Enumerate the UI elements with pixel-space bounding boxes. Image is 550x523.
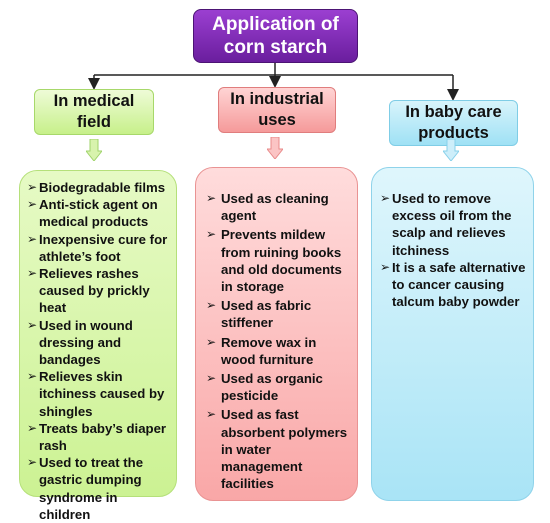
list-item: ➢Used in wound dressing and bandages (27, 317, 172, 369)
down-arrow-industrial-icon (267, 137, 283, 159)
list-item: ➢ Used as organic pesticide (206, 370, 351, 404)
list-item-text: Relieves skin itchiness caused by shingl… (39, 369, 165, 419)
list-item-text: Used as fabric stiffener (221, 298, 312, 331)
list-item-text: Used to remove excess oil from the scalp… (392, 191, 512, 258)
list-item-text: Anti-stick agent on medical products (39, 197, 158, 230)
list-item: ➢ Used as cleaning agent (206, 190, 351, 224)
list-item-text: Remove wax in wood furniture (221, 334, 317, 367)
list-item: ➢ Used as fast absorbent polymers in wate… (206, 406, 351, 492)
list-item: ➢Biodegradable films (27, 179, 172, 196)
title-box: Application of corn starch (193, 9, 358, 63)
industrial-list: ➢ Used as cleaning agent ➢ Prevents mildew … (206, 190, 351, 492)
detail-box-baby: ➢Used to remove excess oil from the scal… (371, 167, 534, 501)
list-item: ➢ Used as fabric stiffener (206, 297, 351, 331)
list-item: ➢Treats baby’s diaper rash (27, 420, 172, 454)
list-item: ➢ Prevents mildew from ruining books and … (206, 226, 351, 295)
list-item-text: It is a safe alternative to cancer causi… (392, 259, 526, 310)
list-item: ➢It is a safe alternative to cancer caus… (380, 259, 527, 311)
down-arrow-baby-icon (443, 139, 459, 161)
list-item: ➢Relieves rashes caused by prickly heat (27, 265, 172, 317)
arrow-bullet-icon: ➢ (27, 369, 38, 384)
list-item-text: Used to treat the gastric dumping syndro… (39, 455, 144, 522)
arrow-bullet-icon: ➢ (206, 227, 217, 242)
arrow-bullet-icon: ➢ (27, 180, 38, 194)
arrow-bullet-icon: ➢ (380, 259, 391, 274)
category-industrial-label: In industrial uses (230, 90, 324, 129)
arrow-bullet-icon: ➢ (27, 420, 38, 435)
arrow-bullet-icon: ➢ (27, 197, 38, 212)
arrow-bullet-icon: ➢ (27, 266, 38, 281)
list-item-text: Used as fast absorbent polymers in water… (221, 407, 348, 492)
list-item-text: Used in wound dressing and bandages (39, 317, 133, 368)
list-item: ➢Anti-stick agent on medical products (27, 196, 172, 230)
arrow-bullet-icon: ➢ (206, 334, 217, 349)
arrow-bullet-icon: ➢ (27, 231, 38, 246)
list-item: ➢Used to treat the gastric dumping syndr… (27, 454, 172, 523)
arrow-bullet-icon: ➢ (27, 317, 38, 332)
category-baby: In baby care products (389, 100, 518, 146)
baby-list: ➢Used to remove excess oil from the scal… (380, 190, 527, 310)
category-medical-label: In medical field (53, 92, 135, 131)
arrow-bullet-icon: ➢ (206, 298, 217, 313)
list-item-text: Relieves rashes caused by prickly heat (39, 266, 150, 316)
list-item-text: Treats baby’s diaper rash (39, 420, 167, 454)
list-item: ➢Used to remove excess oil from the scal… (380, 190, 527, 259)
category-medical: In medical field (34, 89, 154, 135)
list-item-text: Biodegradable films (39, 180, 166, 195)
detail-box-industrial: ➢ Used as cleaning agent ➢ Prevents mildew … (195, 167, 358, 501)
category-industrial: In industrial uses (218, 87, 336, 133)
connector-lines (88, 63, 459, 100)
list-item: ➢Inexpensive cure for athlete’s foot (27, 231, 172, 265)
category-baby-label: In baby care products (405, 103, 502, 142)
down-arrow-medical-icon (86, 139, 102, 161)
medical-list: ➢Biodegradable films➢Anti-stick agent on… (27, 179, 172, 523)
arrow-bullet-icon: ➢ (380, 191, 391, 205)
arrow-bullet-icon: ➢ (206, 407, 217, 422)
list-item-text: Used as organic pesticide (221, 371, 323, 404)
list-item-text: Prevents mildew from ruining books and o… (221, 227, 342, 295)
arrow-bullet-icon: ➢ (206, 191, 217, 205)
arrow-bullet-icon: ➢ (27, 455, 38, 470)
arrow-bullet-icon: ➢ (206, 371, 217, 386)
list-item-text: Inexpensive cure for athlete’s foot (39, 231, 168, 264)
list-item-text: Used as cleaning agent (221, 191, 329, 224)
list-item: ➢ Remove wax in wood furniture (206, 334, 351, 368)
list-item: ➢Relieves skin itchiness caused by shing… (27, 368, 172, 420)
detail-box-medical: ➢Biodegradable films➢Anti-stick agent on… (19, 170, 177, 522)
title-text: Application of corn starch (212, 14, 339, 58)
